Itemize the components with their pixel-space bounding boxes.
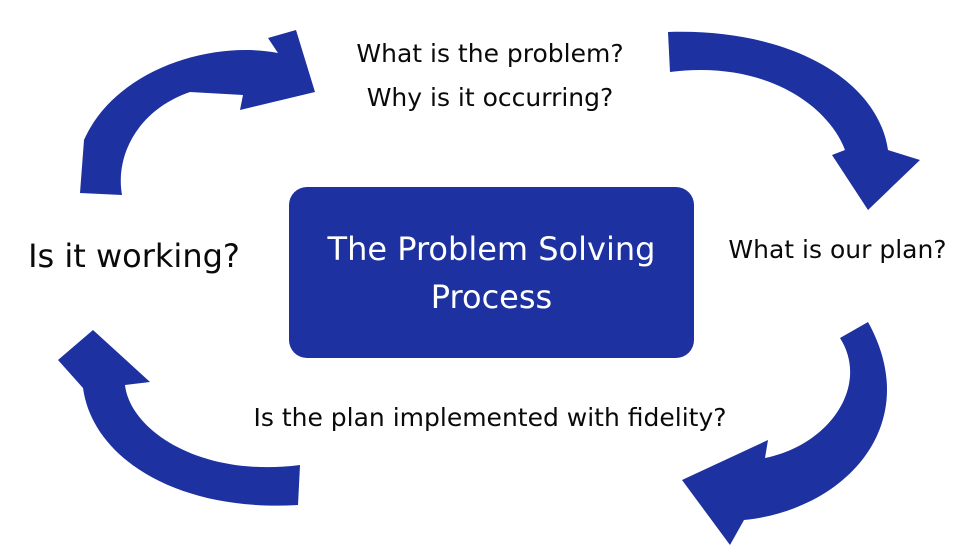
step-working: Is it working? (28, 237, 240, 275)
step-problem-line1: What is the problem? (356, 39, 624, 68)
step-problem-line2: Why is it occurring? (366, 83, 614, 112)
center-box: The Problem Solving Process (289, 187, 694, 358)
center-title: The Problem Solving Process (327, 229, 656, 316)
step-problem: What is the problem? Why is it occurring… (310, 32, 670, 120)
curved-arrow-icon-working-to-problem (80, 30, 315, 195)
curved-arrow-icon-problem-to-plan (668, 31, 920, 210)
curved-arrow-icon-fidelity-to-working (58, 330, 300, 506)
step-plan: What is our plan? (728, 235, 947, 264)
curved-arrow-icon-plan-to-fidelity (682, 322, 887, 545)
step-fidelity: Is the plan implemented with fidelity? (253, 403, 727, 432)
